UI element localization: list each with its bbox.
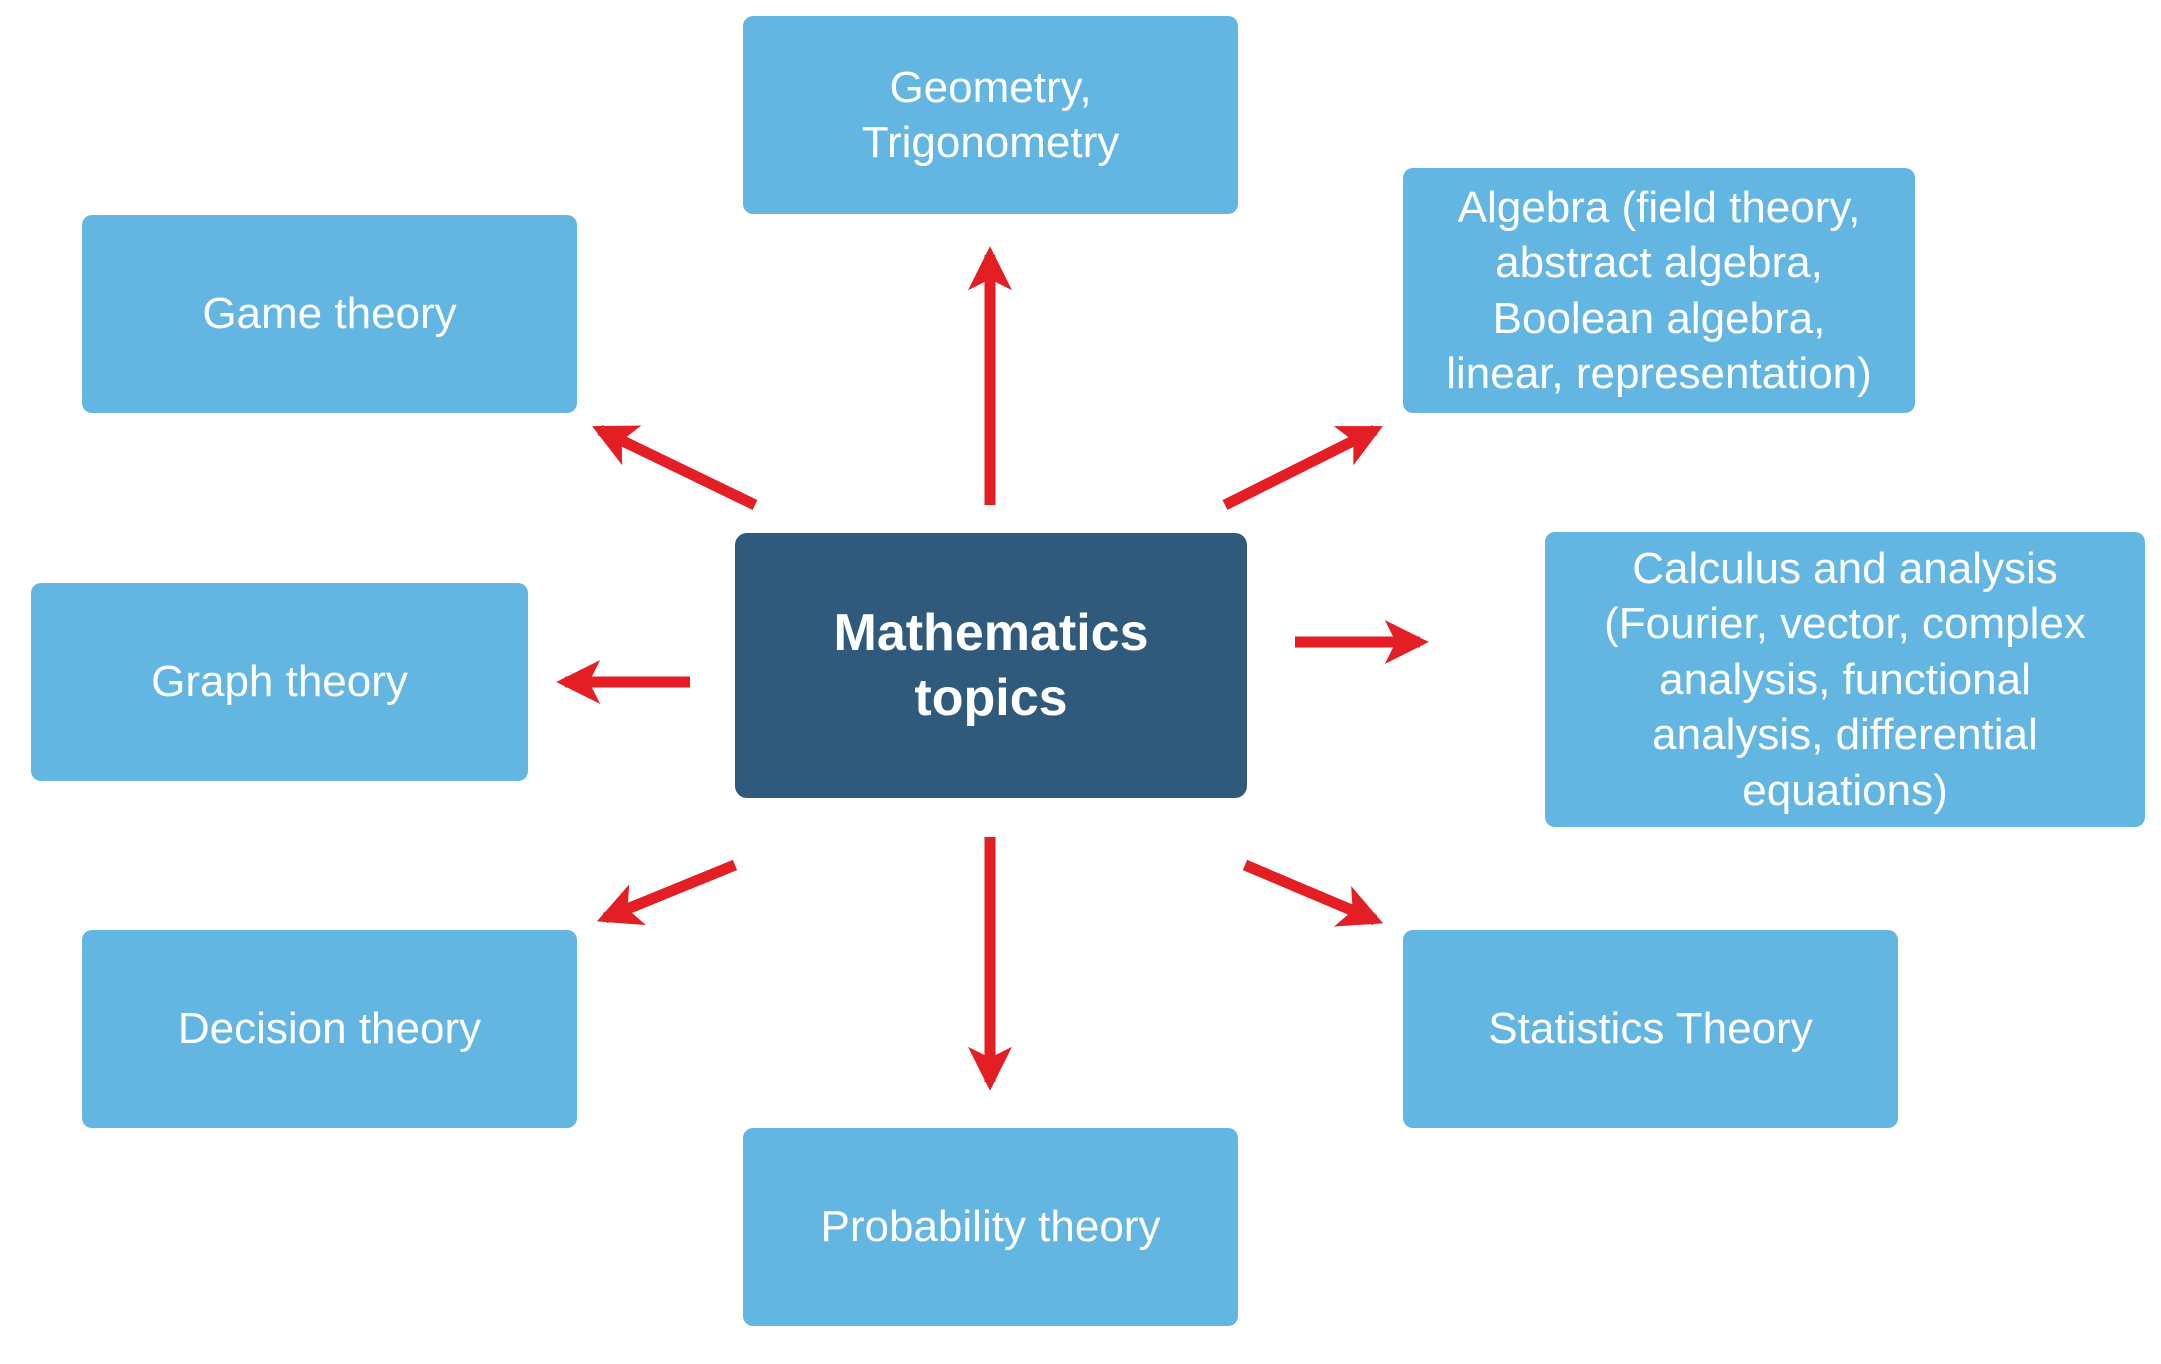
arrow-to-decision <box>596 859 738 926</box>
topic-label-algebra: Algebra (field theory, abstract algebra,… <box>1446 182 1872 398</box>
topic-node-algebra: Algebra (field theory, abstract algebra,… <box>1403 168 1915 413</box>
topic-label-calculus: Calculus and analysis (Fourier, vector, … <box>1604 543 2086 815</box>
topic-label-game: Game theory <box>202 289 457 339</box>
center-node-mathematics-topics: Mathematics topics <box>735 533 1247 798</box>
topic-label-graph: Graph theory <box>151 657 408 707</box>
topic-node-decision: Decision theory <box>82 930 577 1128</box>
topic-node-graph: Graph theory <box>31 583 528 781</box>
topic-label-probability: Probability theory <box>820 1202 1161 1252</box>
arrow-to-algebra <box>1222 425 1383 510</box>
topic-node-statistics: Statistics Theory <box>1403 930 1898 1128</box>
topic-label-decision: Decision theory <box>177 1004 482 1054</box>
topic-node-geometry: Geometry, Trigonometry <box>743 16 1238 214</box>
arrow-to-game <box>592 425 758 510</box>
topic-label-geometry: Geometry, Trigonometry <box>861 62 1120 167</box>
topic-label-statistics: Statistics Theory <box>1488 1004 1813 1054</box>
topic-node-probability: Probability theory <box>743 1128 1238 1326</box>
topic-node-game: Game theory <box>82 215 577 413</box>
center-node-label: Mathematics topics <box>833 603 1149 727</box>
topic-node-calculus: Calculus and analysis (Fourier, vector, … <box>1545 532 2145 827</box>
arrow-to-statistics <box>1242 859 1384 927</box>
